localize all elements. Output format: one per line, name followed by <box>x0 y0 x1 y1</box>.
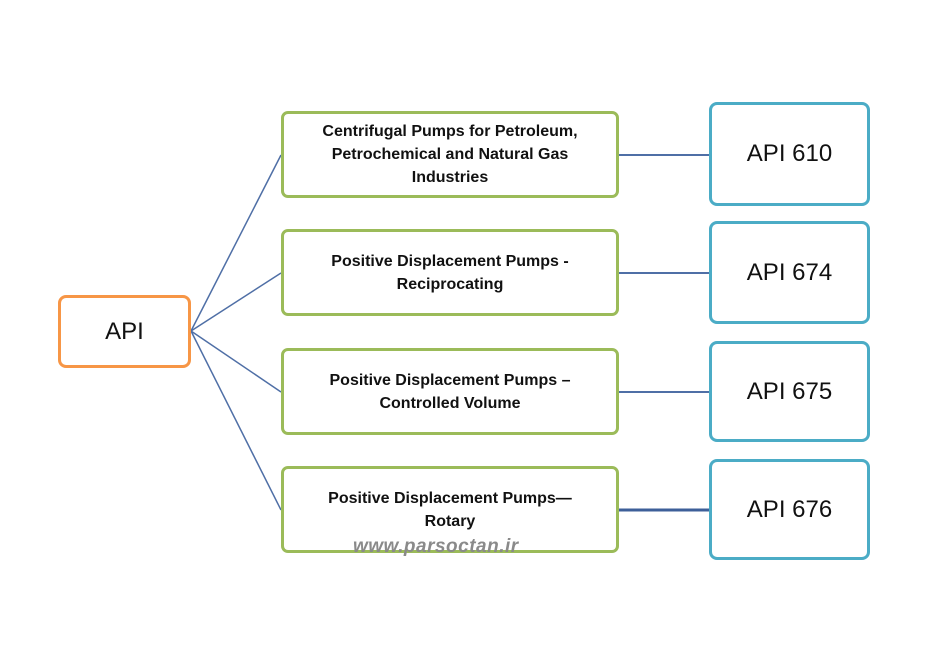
connector-api-to-centrifugal <box>190 154 282 332</box>
connector-api-to-rotary <box>190 330 282 511</box>
category-centrifugal-pumps: Centrifugal Pumps for Petroleum, Petroch… <box>281 111 619 198</box>
api-root-node: API <box>58 295 191 368</box>
standard-api-674: API 674 <box>709 221 870 324</box>
category-pd-rotary: Positive Displacement Pumps— Rotary <box>281 466 619 553</box>
standard-api-675: API 675 <box>709 341 870 442</box>
connector-api-to-reciprocating <box>190 272 282 332</box>
connector-api-to-controlled-volume <box>190 330 282 393</box>
watermark-text: www.parsoctan.ir <box>353 536 519 557</box>
category-pd-controlled-volume: Positive Displacement Pumps – Controlled… <box>281 348 619 435</box>
standard-api-676: API 676 <box>709 459 870 560</box>
standard-api-610: API 610 <box>709 102 870 206</box>
category-pd-reciprocating: Positive Displacement Pumps - Reciprocat… <box>281 229 619 316</box>
